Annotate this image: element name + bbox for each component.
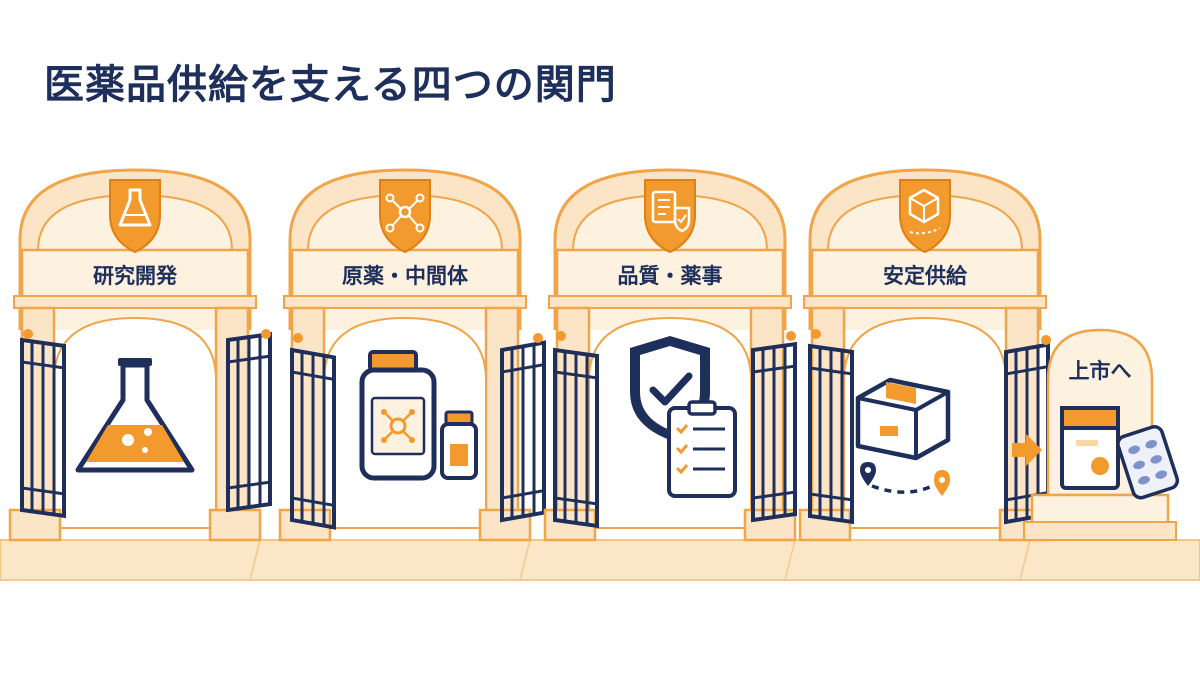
gate-label: 品質・薬事 bbox=[618, 264, 723, 288]
destination-label: 上市へ bbox=[1069, 359, 1132, 383]
checklist-shield-badge-icon bbox=[651, 190, 691, 233]
gate-label: 安定供給 bbox=[883, 264, 968, 288]
gate-api-intermediates: 原薬・中間体 bbox=[278, 168, 544, 542]
box-delivery-route-icon bbox=[855, 377, 951, 496]
flask-icon bbox=[75, 358, 195, 473]
arrow-right-icon bbox=[1012, 434, 1042, 466]
destination-market-launch: 上市へ bbox=[1023, 328, 1180, 541]
gate-leaf-right bbox=[502, 333, 544, 520]
gate-leaf-left bbox=[810, 329, 852, 522]
medicine-bottles-icon bbox=[359, 350, 478, 481]
floor bbox=[0, 539, 1200, 581]
molecule-badge-icon bbox=[385, 193, 425, 233]
gate-leaf-right bbox=[228, 329, 271, 510]
medicine-box-and-blister-pack-icon bbox=[1060, 406, 1180, 500]
flask-badge-icon bbox=[118, 188, 152, 227]
gate-leaf-left bbox=[555, 331, 597, 526]
gate-research-development: 研究開発 bbox=[8, 168, 271, 542]
gate-quality-regulatory: 品質・薬事 bbox=[543, 168, 796, 542]
gate-label: 原薬・中間体 bbox=[342, 264, 469, 288]
gate-stable-supply: 安定供給 bbox=[798, 168, 1052, 542]
page-title: 医薬品供給を支える四つの関門 bbox=[44, 62, 617, 108]
box-route-badge-icon bbox=[908, 188, 941, 235]
gate-leaf-left bbox=[292, 333, 334, 527]
gate-leaf-right bbox=[753, 331, 796, 520]
gate-leaf-right bbox=[1006, 335, 1051, 522]
gate-label: 研究開発 bbox=[93, 264, 178, 288]
gate-leaf-left bbox=[22, 329, 64, 516]
shield-check-clipboard-icon bbox=[630, 336, 737, 498]
